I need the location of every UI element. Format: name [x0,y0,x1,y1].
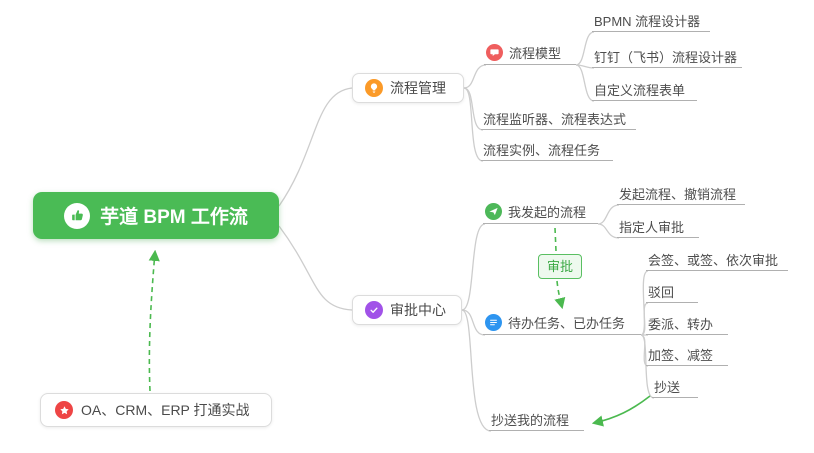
node-cc-my-process: 抄送我的流程 [489,409,584,431]
node-label: 流程监听器、流程表达式 [483,112,627,127]
node-assigned-approver: 指定人审批 [617,216,699,238]
thumbs-up-icon [64,202,91,229]
node-label: 驳回 [648,285,675,300]
node-instance-task: 流程实例、流程任务 [481,139,613,161]
node-label: BPMN 流程设计器 [594,14,701,29]
node-process-model: 流程模型 [484,41,576,65]
node-cc: 抄送 [652,376,698,398]
node-custom-form: 自定义流程表单 [592,79,697,101]
node-label: 会签、或签、依次审批 [648,253,779,268]
node-listener-expression: 流程监听器、流程表达式 [481,108,636,130]
node-initiate-cancel: 发起流程、撤销流程 [617,183,745,205]
node-countersign: 会签、或签、依次审批 [646,249,788,271]
node-dingtalk-designer: 钉钉（飞书）流程设计器 [592,46,742,68]
node-label: 审批中心 [390,302,446,318]
send-icon [485,203,502,220]
node-delegate-transfer: 委派、转办 [646,313,728,335]
star-icon [55,401,73,419]
node-add-remove-sign: 加签、减签 [646,344,728,366]
gray-connectors [278,31,655,432]
node-bpmn-designer: BPMN 流程设计器 [592,10,710,32]
approve-arrow-bottom [554,280,566,310]
node-label: 抄送我的流程 [491,413,570,428]
node-process-management: 流程管理 [352,73,464,103]
bulb-icon [365,79,383,97]
approve-tag: 审批 [538,254,583,279]
node-label: 加签、减签 [648,348,714,363]
node-oa-crm-erp: OA、CRM、ERP 打通实战 [40,393,272,427]
node-label: 抄送 [654,380,681,395]
node-label: 指定人审批 [619,220,685,235]
cc-arrow [591,395,651,427]
root-label: 芋道 BPM 工作流 [100,207,248,228]
node-label: 自定义流程表单 [594,83,686,98]
node-label: 我发起的流程 [508,205,587,220]
approve-arrow-top [554,227,557,252]
node-label: 流程模型 [509,46,562,61]
node-label: 发起流程、撤销流程 [619,187,737,202]
chat-bubble-icon [486,44,503,61]
node-label: 流程管理 [390,80,446,96]
root-node: 芋道 BPM 工作流 [33,192,279,239]
node-label: OA、CRM、ERP 打通实战 [81,402,250,418]
integration-arrow [148,249,160,392]
node-approval-center: 审批中心 [352,295,462,325]
node-my-initiated: 我发起的流程 [483,200,598,224]
tasks-icon [485,314,502,331]
node-label: 委派、转办 [648,317,714,332]
node-todo-done-tasks: 待办任务、已办任务 [483,311,641,335]
check-icon [365,301,383,319]
node-label: 流程实例、流程任务 [483,143,601,158]
node-label: 钉钉（飞书）流程设计器 [594,50,738,65]
node-label: 待办任务、已办任务 [508,316,626,331]
node-reject: 驳回 [646,281,698,303]
